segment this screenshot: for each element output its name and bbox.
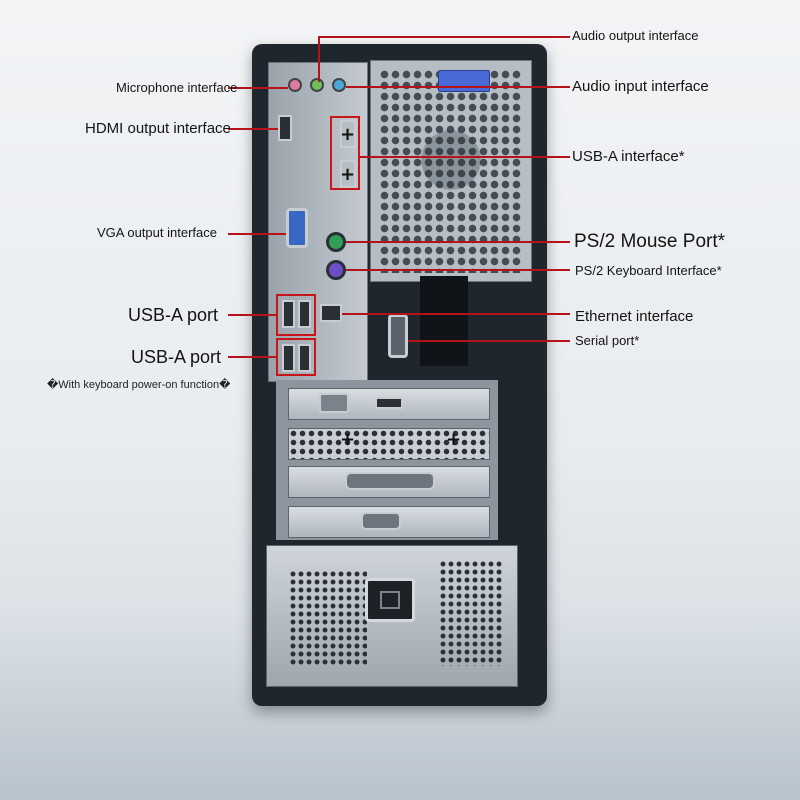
callout-line-hdmi xyxy=(228,128,278,130)
ethernet-port xyxy=(320,304,342,322)
microphone-jack xyxy=(288,78,302,92)
plus-icon: + xyxy=(340,124,356,145)
usb-a-port-lower-2 xyxy=(298,344,311,372)
vga-port xyxy=(286,208,308,248)
expansion-slot-video-card xyxy=(288,388,490,420)
callout-line-usb-a-port-2 xyxy=(228,356,276,358)
highlight-box-usb-a-port-1 xyxy=(276,294,316,336)
highlight-box-usb-a-interface xyxy=(330,116,360,190)
expansion-slot-serial xyxy=(288,506,490,538)
ps2-mouse-port xyxy=(326,232,346,252)
fan-grille xyxy=(370,60,532,282)
psu-vent-left xyxy=(289,570,367,666)
label-usb-a-port-2: USB-A port xyxy=(131,347,222,367)
plus-icon: + xyxy=(340,429,356,450)
internal-bracket xyxy=(420,276,468,366)
callout-line-audio-output-vertical xyxy=(318,36,320,82)
usb-a-port-lower-1 xyxy=(282,344,295,372)
callout-line-usb-a-port-1 xyxy=(228,314,276,316)
expansion-slot-vented xyxy=(288,428,490,460)
label-ps2-keyboard: PS/2 Keyboard Interface* xyxy=(575,263,722,278)
label-ethernet: Ethernet interface xyxy=(575,308,694,325)
label-usb-a-port-1: USB-A port xyxy=(128,305,219,325)
label-microphone: Microphone interface xyxy=(116,80,238,95)
usb-a-optional-slot-top xyxy=(340,120,356,148)
callout-line-ps2-keyboard xyxy=(346,269,570,271)
label-usb-a-port-2-note: �With keyboard power-on function� xyxy=(47,379,231,391)
serial-port xyxy=(388,314,408,358)
label-audio-input: Audio input interface xyxy=(572,78,709,95)
highlight-box-usb-a-port-2 xyxy=(276,338,316,376)
label-serial: Serial port* xyxy=(575,333,640,348)
usb-a-port-upper-1 xyxy=(282,300,295,328)
ps2-keyboard-port xyxy=(326,260,346,280)
callout-line-audio-output xyxy=(318,36,570,38)
slot-hdmi-port xyxy=(375,397,403,409)
callout-line-microphone xyxy=(228,87,288,89)
usb-a-optional-slot-bottom xyxy=(340,160,356,188)
callout-line-ethernet xyxy=(342,313,570,315)
callout-line-vga xyxy=(228,233,286,235)
callout-line-ps2-mouse xyxy=(346,241,570,243)
label-hdmi-output: HDMI output interface xyxy=(85,120,231,137)
label-usb-a-interface: USB-A interface* xyxy=(572,148,685,165)
slot-vga-port xyxy=(319,393,349,413)
audio-output-jack xyxy=(310,78,324,92)
psu-vent-right xyxy=(439,560,503,666)
expansion-slot-parallel xyxy=(288,466,490,498)
side-panel-latch xyxy=(438,70,490,92)
plus-icon: + xyxy=(340,164,356,185)
plus-icon: + xyxy=(446,429,462,450)
hdmi-port xyxy=(278,115,292,141)
label-vga-output: VGA output interface xyxy=(97,225,217,240)
audio-input-jack xyxy=(332,78,346,92)
callout-line-serial xyxy=(408,340,570,342)
callout-line-audio-input xyxy=(346,86,570,88)
slot-parallel-port xyxy=(345,472,435,490)
label-ps2-mouse: PS/2 Mouse Port* xyxy=(574,231,726,252)
label-audio-output: Audio output interface xyxy=(572,28,699,43)
usb-a-port-upper-2 xyxy=(298,300,311,328)
ac-power-socket xyxy=(365,578,415,622)
slot-serial-port xyxy=(361,512,401,530)
fan-grille-holes xyxy=(379,69,523,273)
callout-line-usb-a-interface xyxy=(360,156,570,158)
